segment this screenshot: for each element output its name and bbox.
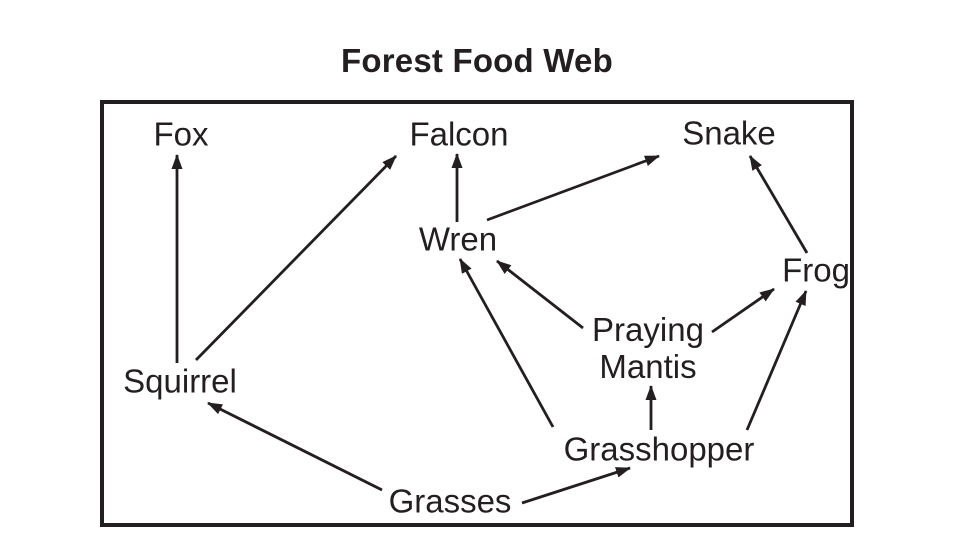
node-grasshopper: Grasshopper (563, 430, 755, 468)
node-fox: Fox (153, 115, 209, 153)
node-wren: Wren (418, 220, 498, 258)
diagram-border (100, 100, 854, 527)
node-snake: Snake (682, 114, 776, 152)
node-frog: Frog (782, 251, 850, 289)
node-grasses: Grasses (388, 482, 512, 520)
node-falcon: Falcon (409, 115, 509, 153)
node-praying-mantis: Praying Mantis (592, 311, 704, 385)
node-squirrel: Squirrel (123, 362, 237, 400)
diagram-title: Forest Food Web (341, 42, 613, 79)
